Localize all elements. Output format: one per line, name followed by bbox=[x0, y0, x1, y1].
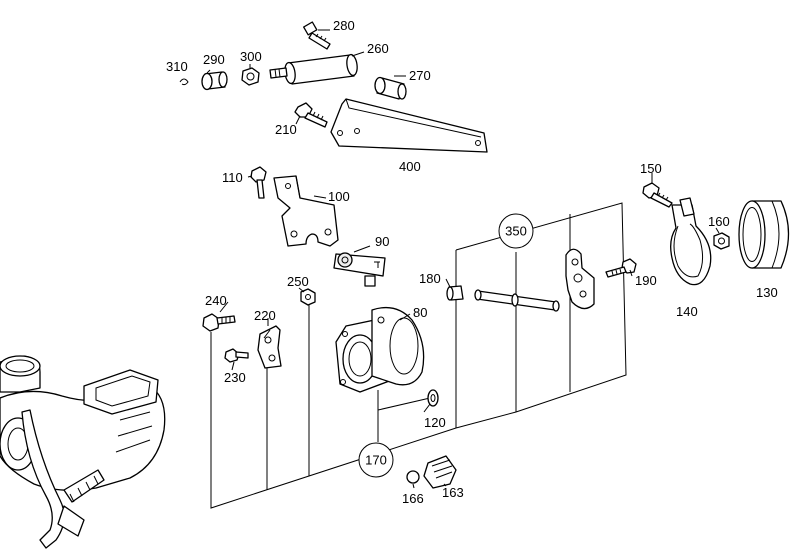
callout-166: 166 bbox=[402, 491, 424, 506]
callout-250: 250 bbox=[287, 274, 309, 289]
callout-270: 270 bbox=[409, 68, 431, 83]
group-350-frame bbox=[455, 202, 627, 429]
callout-260: 260 bbox=[367, 41, 389, 56]
part-220-lever bbox=[257, 325, 282, 369]
part-350-shaft bbox=[474, 289, 560, 312]
part-163-nut bbox=[423, 455, 457, 489]
part-210-bolt bbox=[294, 102, 328, 128]
callout-170: 170 bbox=[365, 453, 387, 468]
leader-lines bbox=[206, 29, 720, 489]
part-250-nut bbox=[300, 288, 316, 306]
callout-180: 180 bbox=[419, 271, 441, 286]
part-270-sleeve bbox=[374, 76, 407, 100]
part-turbocharger bbox=[0, 355, 166, 549]
part-230-bolt bbox=[224, 348, 249, 363]
part-140-clamp bbox=[670, 197, 712, 286]
part-310-clip bbox=[179, 78, 189, 86]
callout-140: 140 bbox=[676, 304, 698, 319]
part-400-bracket bbox=[330, 98, 488, 153]
circled-callout-350: 350 bbox=[498, 213, 534, 249]
part-190-bolt bbox=[605, 258, 637, 278]
callout-210: 210 bbox=[275, 122, 297, 137]
callout-labels: 280 260 310 290 300 270 210 400 110 100 … bbox=[166, 18, 778, 506]
part-90-sensor bbox=[333, 252, 386, 287]
callout-130: 130 bbox=[756, 285, 778, 300]
callout-110: 110 bbox=[222, 170, 243, 185]
part-166-ball bbox=[406, 470, 420, 484]
callout-220: 220 bbox=[254, 308, 276, 323]
part-300-nut bbox=[241, 67, 260, 86]
part-110-bolt bbox=[250, 166, 267, 199]
part-240-bolt bbox=[202, 313, 236, 332]
callout-80: 80 bbox=[413, 305, 427, 320]
callout-290: 290 bbox=[203, 52, 225, 67]
callout-120: 120 bbox=[424, 415, 446, 430]
part-280-bolt bbox=[303, 21, 331, 50]
callout-90: 90 bbox=[375, 234, 389, 249]
callout-230: 230 bbox=[224, 370, 246, 385]
part-80-housing bbox=[335, 306, 425, 393]
part-160-nut bbox=[713, 232, 730, 250]
part-290-bushing bbox=[201, 71, 228, 91]
part-180-bushing bbox=[446, 285, 464, 301]
callout-100: 100 bbox=[328, 189, 350, 204]
callout-163: 163 bbox=[442, 485, 464, 500]
callout-150: 150 bbox=[640, 161, 662, 176]
callout-160: 160 bbox=[708, 214, 730, 229]
circled-callout-170: 170 bbox=[358, 442, 394, 478]
callout-400: 400 bbox=[399, 159, 421, 174]
part-100-bracket bbox=[273, 175, 339, 247]
callout-240: 240 bbox=[205, 293, 227, 308]
part-150-bolt bbox=[642, 182, 673, 208]
callout-350: 350 bbox=[505, 224, 527, 239]
part-260-cylinder bbox=[269, 53, 358, 85]
callout-300: 300 bbox=[240, 49, 262, 64]
part-120-washer bbox=[427, 389, 439, 407]
part-350-flap bbox=[565, 248, 595, 310]
callout-190: 190 bbox=[635, 273, 657, 288]
callout-280: 280 bbox=[333, 18, 355, 33]
part-130-collar bbox=[738, 200, 790, 269]
callout-310: 310 bbox=[166, 59, 188, 74]
